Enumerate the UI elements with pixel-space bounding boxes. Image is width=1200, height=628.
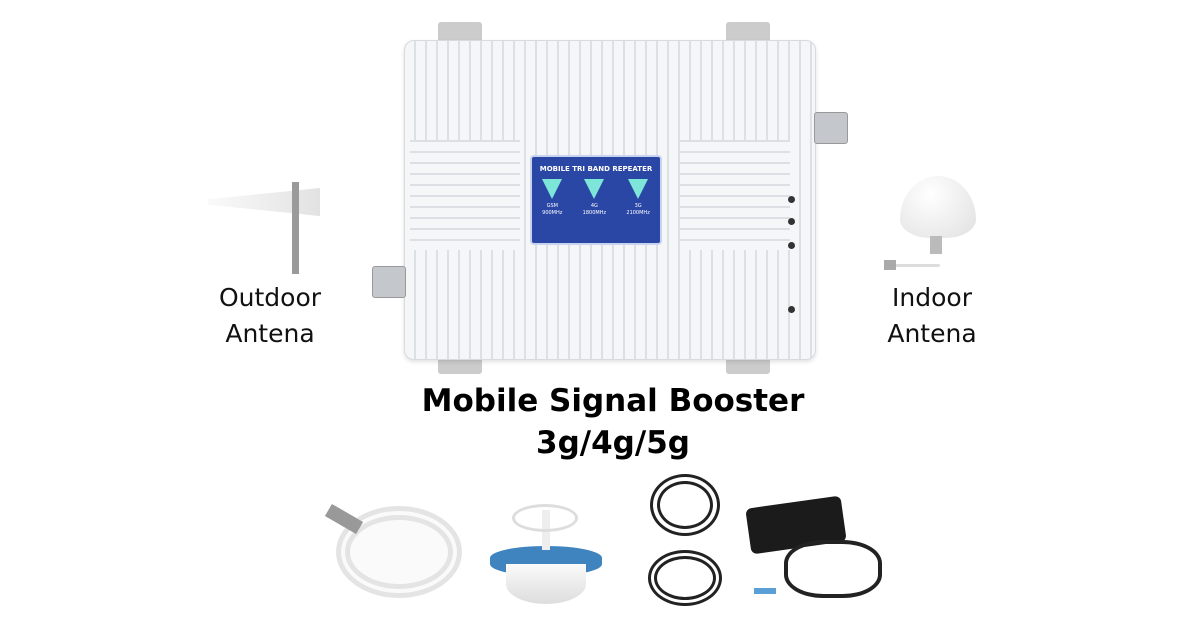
indoor-antenna-image [880,176,990,286]
screen-title: MOBILE TRI BAND REPEATER [539,165,653,173]
signal-icon [628,179,649,199]
black-cables-image [644,474,726,614]
title-line1: Mobile Signal Booster [421,383,805,419]
signal-icon [584,179,605,199]
product-title: Mobile Signal Booster 3g/4g/5g [300,380,926,464]
signal-icon [542,179,563,199]
output-connector [814,112,848,144]
indoor-label-line1: Indoor [892,283,972,312]
ceiling-antenna-image [486,500,606,608]
outdoor-label-line2: Antena [225,319,315,348]
title-line2: 3g/4g/5g [536,425,690,461]
outdoor-antenna-label: Outdoor Antena [200,280,340,352]
outdoor-antenna-image [208,182,320,274]
indoor-antenna-label: Indoor Antena [862,280,1002,352]
coax-cable-coil-image [324,502,466,602]
power-adapter-image [744,492,884,604]
input-connector [372,266,406,298]
outdoor-label-line1: Outdoor [218,283,322,312]
indoor-label-line2: Antena [887,319,977,348]
